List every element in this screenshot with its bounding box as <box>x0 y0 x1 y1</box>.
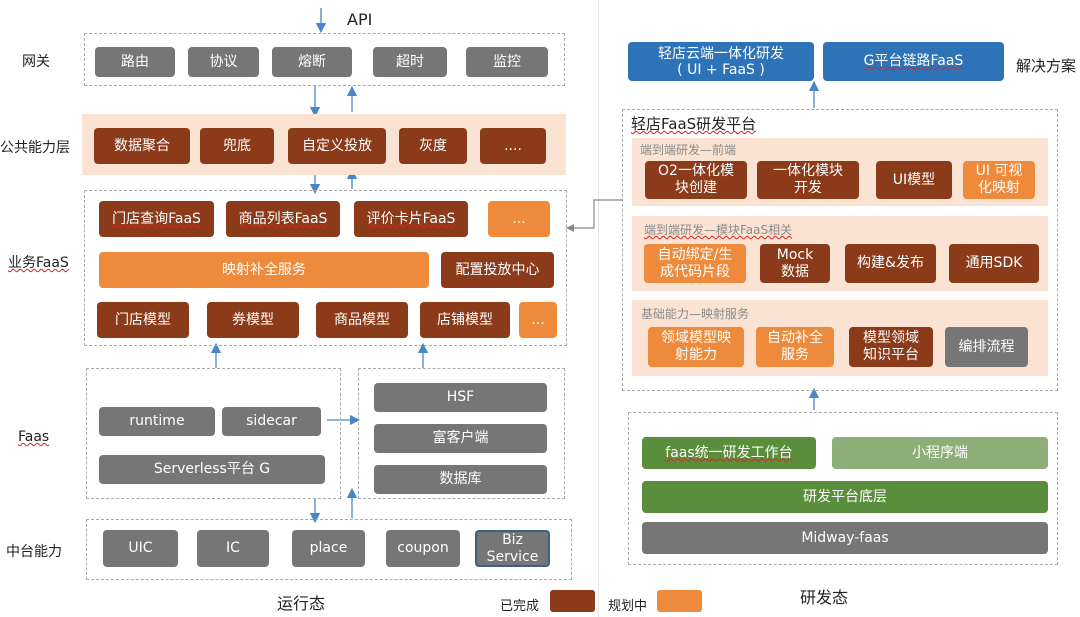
serverless-platform: Serverless平台 G <box>99 455 325 484</box>
row-label-biz: 业务FaaS <box>8 255 69 271</box>
faas-dev-workbench: faas统一研发工作台 <box>642 437 816 469</box>
row-label-gateway: 网关 <box>22 54 50 70</box>
mapping-completion-service: 映射补全服务 <box>99 252 429 288</box>
faas-runtime: runtime <box>99 407 215 436</box>
gateway-routing: 路由 <box>95 47 175 77</box>
section-divider <box>598 0 599 617</box>
model-store: 门店模型 <box>97 302 189 338</box>
middle-uic: UIC <box>103 530 178 567</box>
gateway-container <box>84 33 565 86</box>
gateway-protocol: 协议 <box>188 47 259 77</box>
mock-data: Mock 数据 <box>760 244 830 283</box>
legend-planned-label: 规划中 <box>608 599 648 614</box>
dev-state-label: 研发态 <box>800 588 849 607</box>
ui-model: UI模型 <box>876 161 952 199</box>
backend-rich-client: 富客户端 <box>374 424 547 453</box>
faas-backend-container <box>358 368 565 499</box>
model-coupon: 券模型 <box>207 302 299 338</box>
orchestration-flow: 编排流程 <box>945 327 1028 367</box>
midway-faas: Midway-faas <box>642 522 1048 554</box>
auto-completion-service: 自动补全 服务 <box>756 327 834 367</box>
common-sdk: 通用SDK <box>949 244 1039 283</box>
middle-platform-container <box>86 519 572 580</box>
legend-planned-swatch <box>657 590 702 612</box>
legend-done-swatch <box>550 590 595 612</box>
public-more: .... <box>480 128 546 164</box>
platform-title: 轻店FaaS研发平台 <box>631 115 757 133</box>
gateway-monitor: 监控 <box>466 47 548 77</box>
section-module-faas-title: 端到端研发—模块FaaS相关 <box>644 223 793 237</box>
gateway-timeout: 超时 <box>373 47 447 77</box>
biz-faas-container <box>84 190 567 346</box>
public-fallback: 兜底 <box>200 128 274 164</box>
config-delivery-center: 配置投放中心 <box>441 252 554 288</box>
row-label-public: 公共能力层 <box>0 140 70 156</box>
solution-label: 解决方案 <box>1016 57 1077 75</box>
runtime-state-label: 运行态 <box>277 594 326 613</box>
legend-done-label: 已完成 <box>500 599 540 614</box>
miniapp-end: 小程序端 <box>832 437 1048 469</box>
backend-hsf: HSF <box>374 383 547 412</box>
public-gray-release: 灰度 <box>399 128 467 164</box>
biz-more: ... <box>488 201 550 237</box>
build-publish: 构建&发布 <box>845 244 936 283</box>
gateway-circuit-breaker: 熔断 <box>272 47 352 77</box>
faas-sidecar: sidecar <box>222 407 321 436</box>
api-label: API <box>347 10 373 29</box>
biz-product-list-faas: 商品列表FaaS <box>226 201 340 237</box>
model-product: 商品模型 <box>316 302 408 338</box>
auto-bind-codegen: 自动绑定/生 成代码片段 <box>644 244 746 283</box>
middle-ic: IC <box>197 530 269 567</box>
faas-runtime-container <box>86 368 341 499</box>
model-domain-knowledge: 模型领域 知识平台 <box>849 327 933 367</box>
o2-module-create: O2一体化模 块创建 <box>645 161 747 199</box>
ui-visual-mapping: UI 可视 化映射 <box>963 161 1035 199</box>
backend-database: 数据库 <box>374 465 547 494</box>
public-data-aggregation: 数据聚合 <box>94 128 190 164</box>
solution-g-platform-faas: G平台链路FaaS <box>823 42 1004 81</box>
section-mapping-title: 基础能力—映射服务 <box>641 307 750 321</box>
row-label-faas: Faas <box>18 429 50 445</box>
integrated-module-dev: 一体化模块 开发 <box>757 161 859 199</box>
biz-store-query-faas: 门店查询FaaS <box>99 201 214 237</box>
middle-place: place <box>292 530 365 567</box>
model-more: ... <box>519 302 557 338</box>
biz-review-card-faas: 评价卡片FaaS <box>354 201 468 237</box>
public-custom-delivery: 自定义投放 <box>288 128 386 164</box>
row-label-middle: 中台能力 <box>6 544 62 560</box>
dev-platform-base-layer: 研发平台底层 <box>642 481 1048 513</box>
faas-dev-platform-container <box>622 109 1058 391</box>
middle-biz-service: Biz Service <box>475 530 550 567</box>
solution-cloud-integrated-dev: 轻店云端一体化研发 ( UI + FaaS ) <box>628 42 814 81</box>
middle-coupon: coupon <box>386 530 460 567</box>
domain-model-mapping: 领域模型映 射能力 <box>648 327 744 367</box>
model-shop: 店铺模型 <box>420 302 510 338</box>
dev-base-container <box>628 412 1058 565</box>
section-frontend-title: 端到端研发—前端 <box>640 143 737 157</box>
